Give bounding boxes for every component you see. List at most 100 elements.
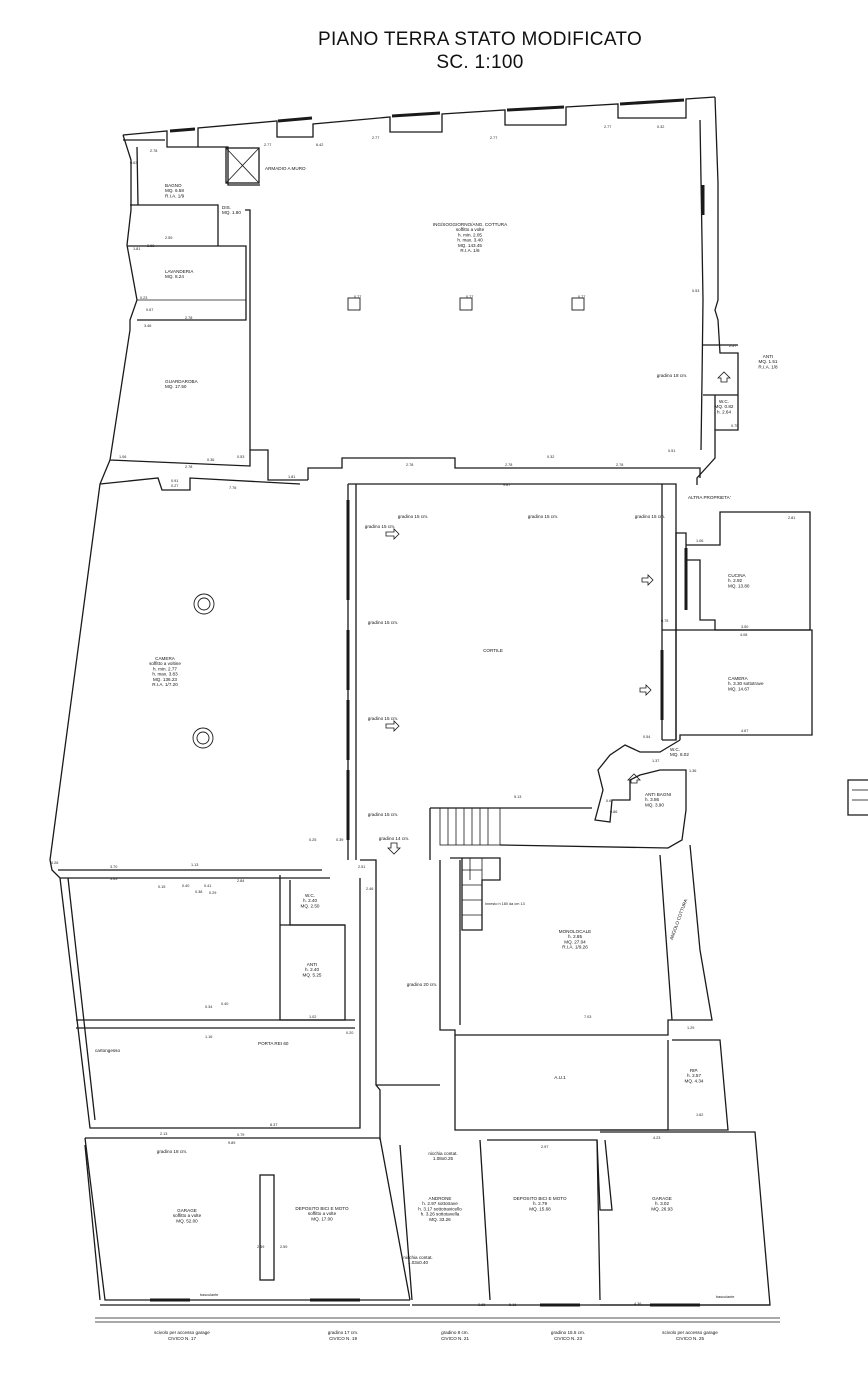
room-cartongesso: cartongesso [95,1048,120,1053]
section-arrow-icon [385,720,400,732]
label-line: scivolo per accesso garage [154,1330,210,1335]
label-line: PORTA REI 60 [258,1041,289,1046]
label-line: MQ. 17.50 [165,384,187,389]
label-line: CUCINA [728,573,747,578]
step-label: gradino 15 cm. [398,514,428,519]
dimension-label: 2.51 [358,865,365,869]
label-line: MQ. 8.02 [670,752,689,757]
dimension-label: 0.40 [221,1002,228,1006]
window-icon [169,127,196,133]
label-line: soffitto a volte [308,1211,337,1216]
label-line: ING/SOGGIORNO/ANG. COTTURA [433,222,508,227]
label-line: h. min. 2.77 [153,666,177,671]
dimension-label: 2.46 [366,887,373,891]
dimension-label: 0.20 [346,1031,353,1035]
label-line: W.C. [719,399,729,404]
dimension-label: 0.53 [237,455,244,459]
label-line: DIS. [222,205,231,210]
label-line: nicchia contat. [428,1151,457,1156]
label-line: h. 3.02 [655,1201,669,1206]
dimension-label: 4.67 [741,729,748,733]
section-arrow-icon [385,528,400,540]
label-line: GARAGE [177,1208,197,1213]
dimension-label: 0.51 [668,449,675,453]
label-line: h. 2.85 [568,934,582,939]
walls [49,96,868,1323]
dimension-label: 0.25 [309,838,316,842]
label-line: h. 2.97 sottotrave [422,1201,458,1206]
entrance-label: gradino 17 cm.CIVICO N. 19 [328,1330,358,1341]
windows [150,98,705,1307]
dimension-label: 0.32 [657,125,664,129]
dimension-label: 2.77 [604,125,611,129]
label-line: MQ. 8.24 [165,274,184,279]
label-line: A.U.1 [554,1075,566,1080]
dimension-label: 0.39 [336,838,343,842]
section-arrows [385,371,731,855]
dimension-label: 2.59 [280,1245,287,1249]
dimension-label: 1.13 [191,863,198,867]
dimension-label: 0.67 [606,799,613,803]
dimension-label: 4.23 [653,1136,660,1140]
dimension-label: 2.97 [541,1145,548,1149]
dimension-label: 0.91 [171,479,178,483]
label-line: soffitto a volte [173,1213,202,1218]
label-line: gradino 8 cm. [441,1330,469,1335]
window-icon [619,98,685,106]
label-line: soffitto a volte [456,227,485,232]
dimension-label: 0.77 [578,295,585,299]
room-angolo: ANGOLO COTTURA [669,897,689,940]
dimension-label: 9.87 [503,483,510,487]
label-line: h. max. 3.40 [457,238,483,243]
label-line: 1.03x0.40 [408,1260,429,1265]
dimension-label: 1.81 [133,247,140,251]
step-label: gradino 20 cm. [407,982,437,987]
dimension-label: 2.81 [788,516,795,520]
label-line: MQ. 6.58 [165,188,184,193]
dimension-label: 0.29 [209,891,216,895]
label-line: MQ. 27.04 [564,939,586,944]
label-line: CIVICO N. 19 [329,1336,358,1341]
window-icon [391,111,441,118]
label-line: MQ. 143.45 [458,243,482,248]
dimension-label: 3.70 [110,865,117,869]
label-line: MQ. 17.00 [311,1216,333,1221]
step-label: gradino 15 cm. [635,514,665,519]
label-line: CORTILE [483,648,503,653]
dimension-label: 1.06 [119,455,126,459]
label-line: nicchia contat. [403,1255,432,1260]
dimension-label: 3.46 [144,324,151,328]
column-circle-icon [197,597,211,611]
dimension-label: 2.59 [165,236,172,240]
label-line: ANTI [763,354,773,359]
label-line: soffitto a voltine [149,661,181,666]
basculante-label: basculante [716,1295,734,1299]
label-line: CAMERA [155,656,176,661]
label-line: h. 2.79 [533,1201,547,1206]
label-line: GARAGE [652,1196,672,1201]
label-line: h. 2.40 [303,898,317,903]
room-portarei: PORTA REI 60 [258,1041,289,1046]
label-line: CIVICO N. 25 [676,1336,705,1341]
dimension-label: 2.78 [150,149,157,153]
label-line: CIVICO N. 17 [168,1336,197,1341]
label-line: MQ. 3.90 [645,802,664,807]
step-label: gradino 15 cm. [368,620,398,625]
label-line: CIVICO N. 23 [554,1336,583,1341]
label-line: MQ. 26.93 [651,1206,673,1211]
label-line: ARMADIO A MURO [265,166,306,171]
room-armadio: ARMADIO A MURO [265,166,306,171]
dimension-label: 2.78 [406,463,413,467]
dimension-label: 0.54 [643,735,650,739]
label-line: R.I.A. 1/9 [165,193,185,198]
dimension-label: 1.37 [652,759,659,763]
